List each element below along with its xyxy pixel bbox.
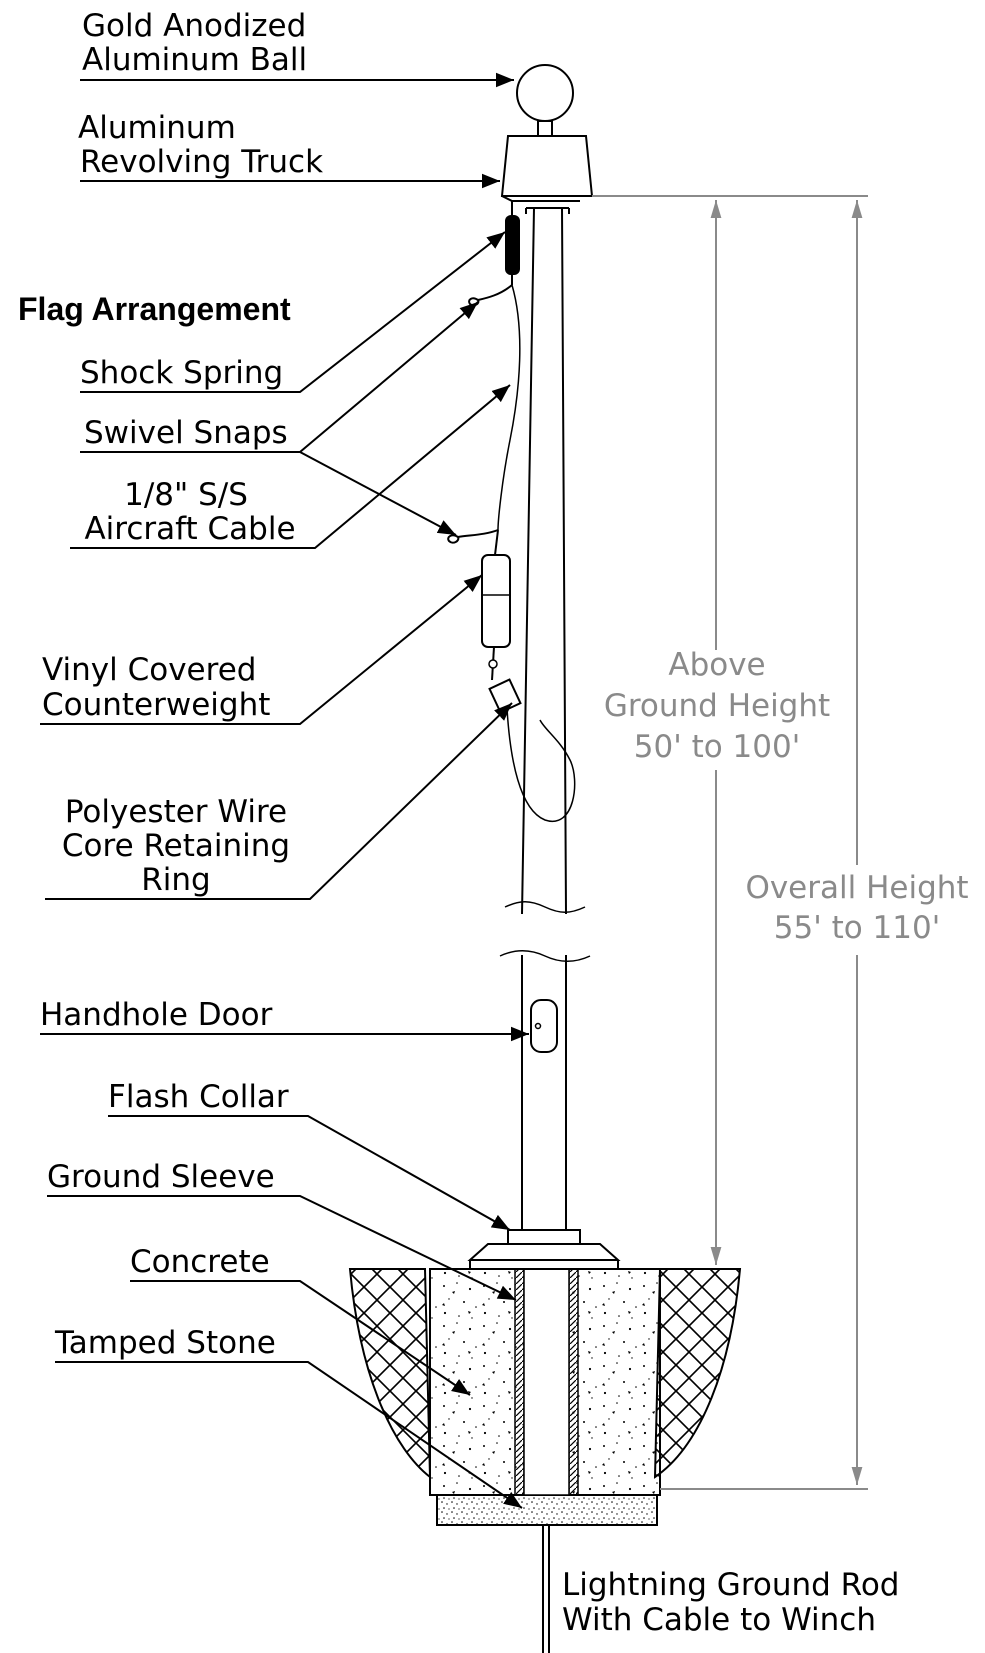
pole-upper-section (521, 207, 567, 915)
soil-left (348, 1268, 432, 1480)
label-ground-rod-line2: With Cable to Winch (562, 1602, 876, 1638)
label-above-ground-line2: Ground Height (604, 688, 830, 724)
label-flash-collar: Flash Collar (108, 1079, 289, 1115)
label-truck-line2: Revolving Truck (80, 144, 323, 180)
label-ground-rod-line1: Lightning Ground Rod (562, 1567, 899, 1603)
label-ground-sleeve: Ground Sleeve (47, 1159, 275, 1195)
tamped-stone-layer (436, 1494, 658, 1526)
pole-lower-section (521, 955, 567, 1231)
gold-ball (516, 64, 574, 122)
label-overall-line2: 55' to 110' (774, 910, 941, 946)
label-overall-line1: Overall Height (745, 870, 968, 906)
label-truck-line1: Aluminum (78, 110, 236, 146)
halyard-assembly (447, 200, 576, 823)
label-shock-spring: Shock Spring (80, 355, 283, 391)
aircraft-cable (497, 284, 521, 531)
label-flag-arrangement: Flag Arrangement (18, 291, 291, 327)
handhole-door (530, 999, 558, 1053)
dimension-lines (592, 195, 874, 1490)
cable-loop (506, 707, 576, 823)
label-ball-line1: Gold Anodized (82, 8, 306, 44)
pole-break-lower (499, 950, 591, 962)
label-above-ground-line1: Above (668, 647, 765, 683)
ball-stem (537, 120, 553, 137)
label-ball-line2: Aluminum Ball (82, 42, 307, 78)
label-concrete: Concrete (130, 1244, 270, 1280)
truck-and-ball (500, 64, 594, 202)
label-swivel-snaps: Swivel Snaps (84, 415, 288, 451)
labels: Gold Anodized Aluminum Ball Aluminum Rev… (18, 8, 969, 1638)
label-cable-line2: Aircraft Cable (84, 511, 295, 547)
soil-right (653, 1268, 742, 1479)
label-counterweight-line2: Counterweight (42, 687, 270, 723)
label-ring-line1: Polyester Wire (65, 794, 287, 830)
label-counterweight-line1: Vinyl Covered (42, 652, 256, 688)
ground-sleeve-left-wall (514, 1268, 525, 1496)
shock-spring (505, 215, 520, 275)
revolving-truck (500, 135, 594, 197)
flagpole (467, 207, 621, 1270)
pole-buried-section (523, 1268, 570, 1496)
label-ring-line2: Core Retaining (62, 828, 290, 864)
retaining-ring (488, 678, 522, 714)
label-handhole-door: Handhole Door (40, 997, 273, 1033)
label-tamped-stone: Tamped Stone (54, 1325, 276, 1361)
pole-break-upper (504, 901, 586, 913)
swivel-snap-middle (447, 529, 499, 544)
counterweight (481, 554, 511, 648)
swivel-snap-top (468, 284, 513, 307)
leader-lines (40, 72, 529, 1509)
label-ring-line3: Ring (141, 862, 210, 898)
label-above-ground-line3: 50' to 100' (634, 729, 801, 765)
label-cable-line1: 1/8" S/S (124, 477, 248, 513)
ground-sleeve-right-wall (568, 1268, 579, 1496)
